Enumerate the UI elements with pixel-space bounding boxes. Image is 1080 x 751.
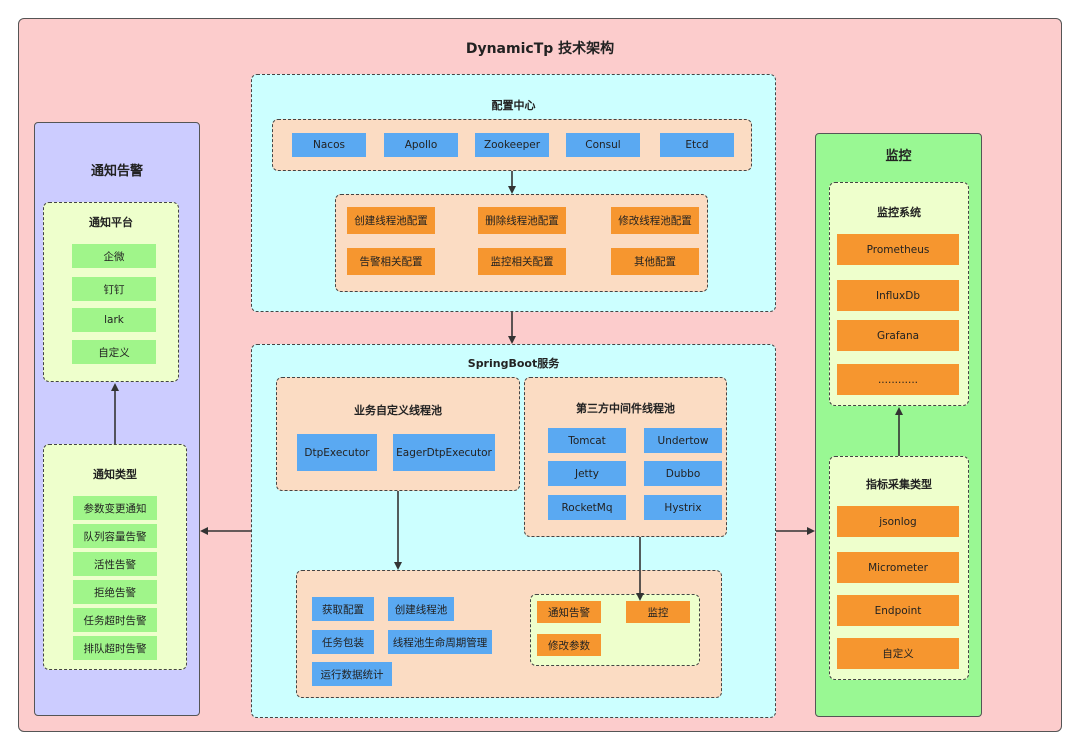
notify-platform-title: 通知平台 [89,216,133,229]
op-alarm-config: 告警相关配置 [347,248,435,275]
pool-dubbo: Dubbo [644,461,722,486]
op-modify-pool: 修改线程池配置 [611,207,699,234]
system-influxdb: InfluxDb [837,280,959,311]
metric-custom: 自定义 [837,638,959,669]
springboot-title: SpringBoot服务 [467,357,560,370]
notify-title: 通知告警 [90,164,143,179]
op-monitor-config: 监控相关配置 [478,248,566,275]
system-prometheus: Prometheus [837,234,959,265]
center-consul: Consul [566,133,640,157]
platform-dingtalk: 钉钉 [72,277,156,301]
action-monitor: 监控 [626,601,690,623]
custom-pool-title: 业务自定义线程池 [354,404,442,417]
monitor-system-title: 监控系统 [877,206,921,219]
monitor-title: 监控 [885,149,912,164]
system-more: ............ [837,364,959,395]
third-pool-title: 第三方中间件线程池 [576,402,675,415]
type-task-timeout: 任务超时告警 [73,608,157,632]
action-notify: 通知告警 [537,601,601,623]
center-etcd: Etcd [660,133,734,157]
type-liveness: 活性告警 [73,552,157,576]
center-apollo: Apollo [384,133,458,157]
platform-custom: 自定义 [72,340,156,364]
core-get-config: 获取配置 [312,597,374,621]
op-delete-pool: 删除线程池配置 [478,207,566,234]
op-other-config: 其他配置 [611,248,699,275]
pool-eagerdtpexecutor: EagerDtpExecutor [393,434,495,471]
config-title: 配置中心 [491,99,536,112]
metrics-title: 指标采集类型 [866,478,932,491]
core-runtime-stats: 运行数据统计 [312,662,392,686]
core-create-pool: 创建线程池 [388,597,454,621]
metric-micrometer: Micrometer [837,552,959,583]
pool-undertow: Undertow [644,428,722,453]
pool-rocketmq: RocketMq [548,495,626,520]
type-queue-timeout: 排队超时告警 [73,636,157,660]
pool-tomcat: Tomcat [548,428,626,453]
core-lifecycle: 线程池生命周期管理 [388,630,492,654]
center-nacos: Nacos [292,133,366,157]
type-param-change: 参数变更通知 [73,496,157,520]
pool-dtpexecutor: DtpExecutor [297,434,377,471]
platform-lark: lark [72,308,156,332]
system-grafana: Grafana [837,320,959,351]
core-task-wrap: 任务包装 [312,630,374,654]
op-create-pool: 创建线程池配置 [347,207,435,234]
pool-jetty: Jetty [548,461,626,486]
pool-hystrix: Hystrix [644,495,722,520]
notify-types-title: 通知类型 [93,468,137,481]
center-zookeeper: Zookeeper [475,133,549,157]
type-queue-capacity: 队列容量告警 [73,524,157,548]
platform-wecom: 企微 [72,244,156,268]
metric-endpoint: Endpoint [837,595,959,626]
action-modify-params: 修改参数 [537,634,601,656]
type-reject: 拒绝告警 [73,580,157,604]
diagram-title: DynamicTp 技术架构 [465,41,615,57]
metric-jsonlog: jsonlog [837,506,959,537]
